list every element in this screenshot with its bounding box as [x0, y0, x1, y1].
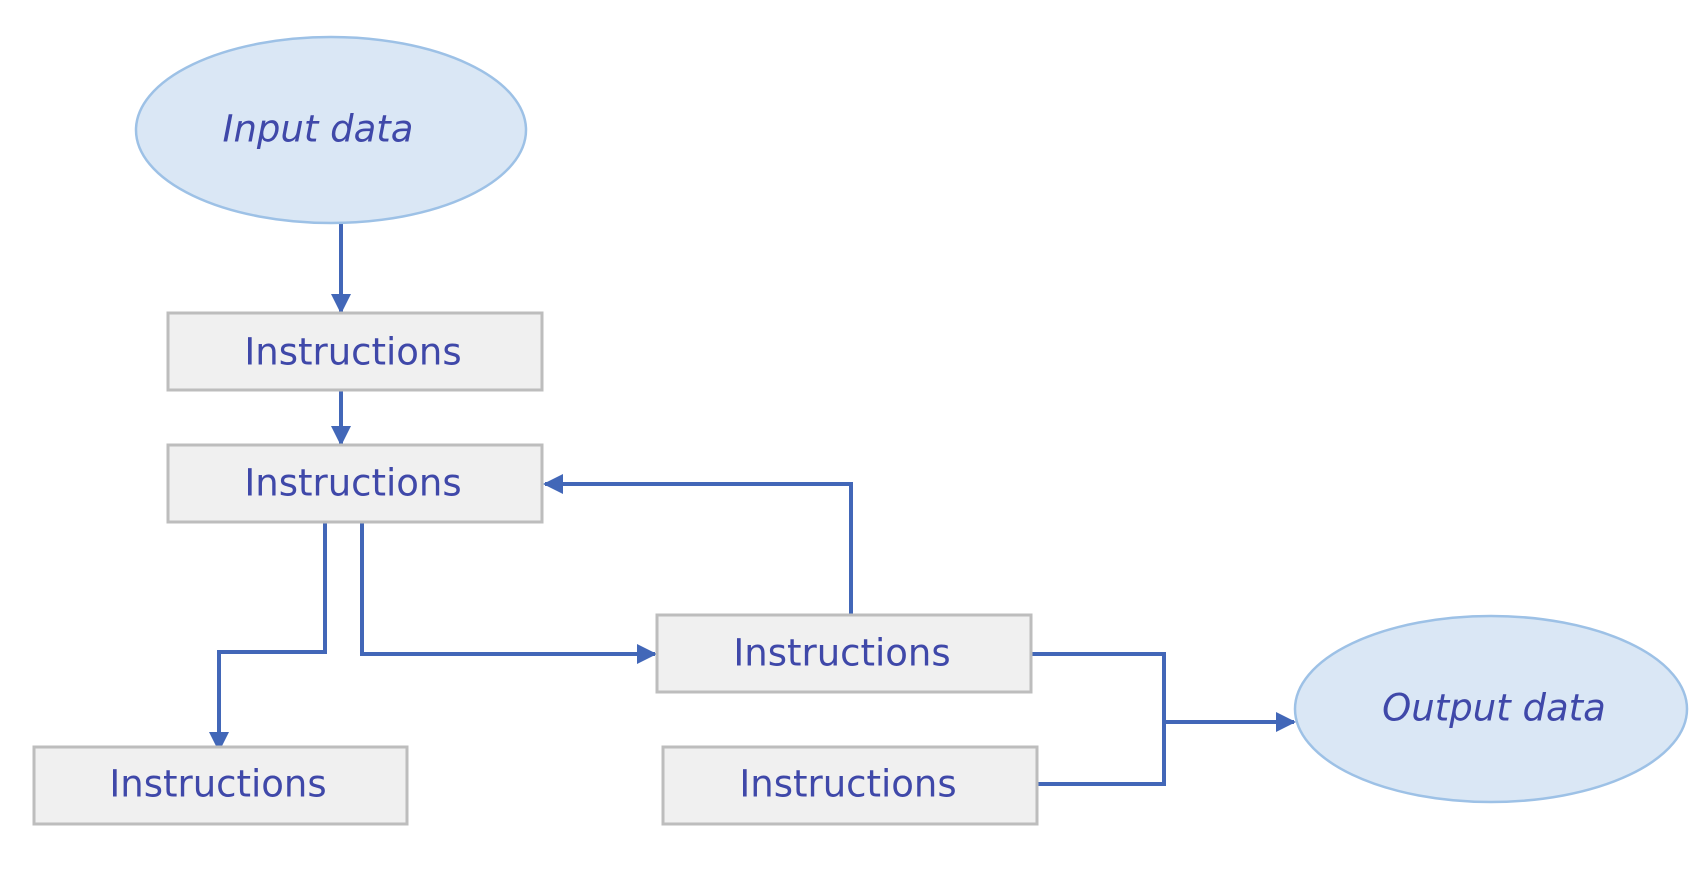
- connector-group: [209, 223, 1296, 786]
- input-data-ellipse: [134, 35, 528, 225]
- output-data-ellipse: [1293, 614, 1689, 804]
- arrow-instr2-to-instr4: [360, 523, 657, 664]
- node-instructions-4: Instructions: [655, 613, 1033, 694]
- node-input-data: Input data: [134, 35, 528, 225]
- arrow-instr4-to-instr2: [543, 474, 853, 614]
- instructions-2-box: [166, 443, 544, 524]
- node-instructions-2: Instructions: [166, 443, 544, 524]
- instructions-2-label: Instructions: [244, 462, 461, 505]
- instructions-3-box: [32, 745, 409, 826]
- input-data-label: Input data: [223, 108, 414, 151]
- node-instructions-1: Instructions: [166, 311, 544, 392]
- instructions-1-label: Instructions: [244, 331, 461, 374]
- instructions-3-label: Instructions: [109, 763, 326, 806]
- instructions-4-box: [655, 613, 1033, 694]
- node-output-data: Output data: [1293, 614, 1689, 804]
- instructions-4-label: Instructions: [733, 632, 950, 675]
- node-instructions-5: Instructions: [661, 745, 1039, 826]
- instructions-1-box: [166, 311, 544, 392]
- instructions-5-box: [661, 745, 1039, 826]
- output-data-label: Output data: [1382, 687, 1606, 730]
- connector-instr5-to-junction: [1037, 722, 1166, 786]
- arrow-instr2-to-instr3: [209, 523, 327, 752]
- node-instructions-3: Instructions: [32, 745, 409, 826]
- node-group: Input data Instructions Instructions Ins…: [32, 35, 1689, 826]
- instructions-5-label: Instructions: [739, 763, 956, 806]
- connector-instr4-to-junction: [1031, 652, 1166, 722]
